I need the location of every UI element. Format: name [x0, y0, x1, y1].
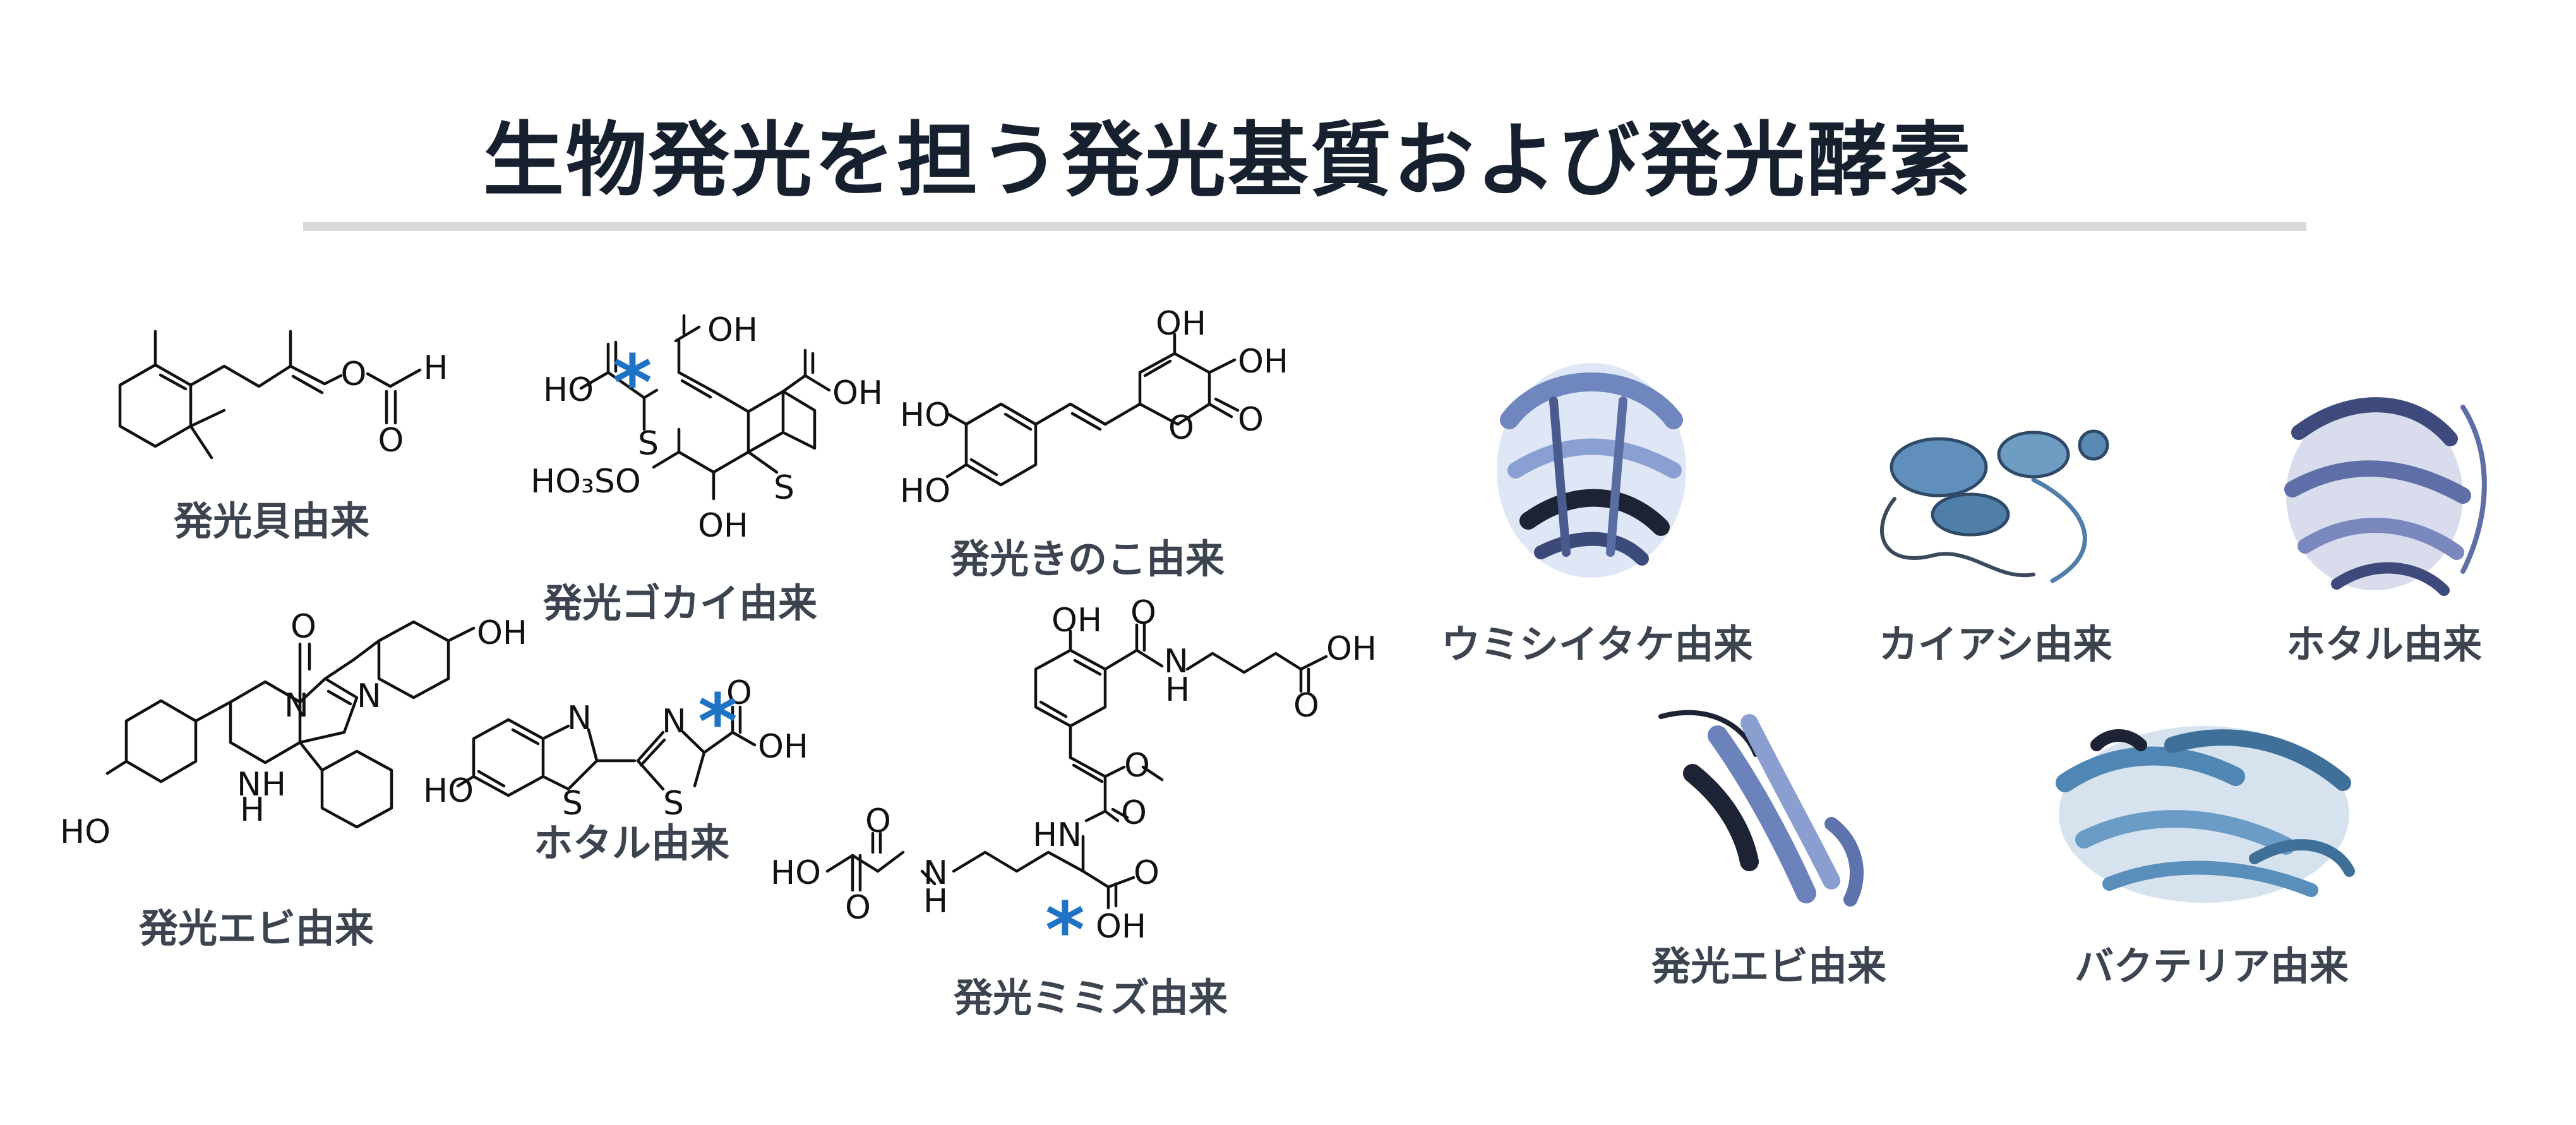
atom-oh: OH [1051, 602, 1102, 640]
mushroom-substrate-label: 発光きのこ由来 [950, 536, 1225, 582]
atom-o: O [726, 674, 752, 712]
atom-s: S [562, 785, 583, 823]
atom-oh: OH [1156, 305, 1206, 343]
shrimp-enzyme-label: 発光エビ由来 [1651, 943, 1887, 989]
atom-o: O [1134, 854, 1159, 892]
bacterial-enzyme-label: バクテリア由来 [2075, 943, 2349, 989]
atom-ho: HO [900, 396, 950, 434]
polychaete-substrate-structure: OH HO OH S S HO₃SO OH [530, 311, 883, 545]
renilla-enzyme-label: ウミシイタケ由来 [1441, 621, 1753, 667]
atom-o: O [845, 889, 871, 927]
atom-oh: OH [477, 614, 527, 652]
atom-oh: OH [758, 728, 808, 766]
firefly-substrate-label: ホタル由来 [534, 820, 730, 866]
firefly-enzyme-label: ホタル由来 [2286, 621, 2483, 667]
shrimp-substrate-structure: O OH HO N N NH H [60, 608, 527, 851]
bacterial-enzyme-structure [2056, 726, 2355, 903]
asterisk-marker: * [1045, 887, 1085, 975]
atom-o: O [1121, 794, 1147, 832]
atom-oh: OH [1326, 630, 1377, 668]
atom-oh: OH [698, 507, 748, 545]
shrimp-enzyme-structure [1658, 710, 1864, 907]
asterisk-marker: * [698, 679, 738, 766]
copepod-enzyme-structure [1880, 429, 2109, 583]
atom-o: O [291, 608, 316, 646]
renilla-enzyme-structure [1497, 363, 1686, 578]
atom-s: S [638, 425, 659, 463]
atom-ome: O [1124, 747, 1150, 785]
atom-ho: HO [423, 772, 474, 810]
shellfish-substrate-label: 発光貝由来 [174, 498, 370, 544]
atom-n: N [284, 687, 309, 725]
atom-so3: HO₃SO [530, 463, 641, 501]
atom-nh: NH [237, 766, 286, 804]
atom-oh: OH [1238, 343, 1288, 381]
firefly-substrate-structure: N N S S O OH HO [423, 674, 808, 823]
atom-h: H [240, 791, 265, 829]
atom-ho: HO [60, 813, 111, 851]
atom-hn: HN [1033, 816, 1082, 854]
atom-h: H [1165, 671, 1190, 709]
atom-oh: OH [832, 374, 883, 412]
atom-o: O [341, 355, 367, 393]
atom-oh: OH [707, 311, 758, 349]
atom-h: H [423, 349, 448, 387]
atom-h: H [923, 883, 948, 920]
atom-oh: OH [1096, 908, 1146, 946]
atom-ho: HO [770, 854, 821, 892]
atom-n: N [1164, 643, 1189, 681]
atom-n: N [662, 703, 686, 741]
atom-o: O [1238, 401, 1264, 439]
atom-n: N [357, 677, 381, 715]
title-divider [303, 222, 2306, 231]
atom-o: O [865, 802, 891, 840]
shrimp-substrate-label: 発光エビ由来 [139, 905, 374, 951]
atom-n: N [567, 699, 592, 737]
atom-n: N [923, 854, 948, 892]
atom-ho: HO [900, 472, 950, 510]
atom-s: S [663, 785, 684, 823]
polychaete-substrate-label: 発光ゴカイ由来 [543, 580, 818, 626]
atom-o: O [1130, 594, 1156, 632]
atom-o: O [378, 422, 404, 460]
mushroom-substrate-structure: OH OH HO HO O O [900, 305, 1288, 510]
shellfish-substrate-structure: O H O [118, 330, 448, 460]
atom-o: O [1168, 409, 1194, 447]
page-title: 生物発光を担う発光基質および発光酵素 [483, 114, 1973, 208]
earthworm-substrate-structure: OH O N H O OH O HN O HO O O N H O OH [770, 594, 1377, 946]
atom-ho: HO [543, 371, 594, 409]
earthworm-substrate-label: 発光ミミズ由来 [954, 975, 1228, 1021]
asterisk-marker: * [613, 340, 652, 427]
atom-s: S [774, 469, 794, 507]
copepod-enzyme-label: カイアシ由来 [1879, 621, 2112, 667]
firefly-enzyme-structure [2284, 397, 2487, 596]
atom-o: O [1293, 687, 1319, 725]
